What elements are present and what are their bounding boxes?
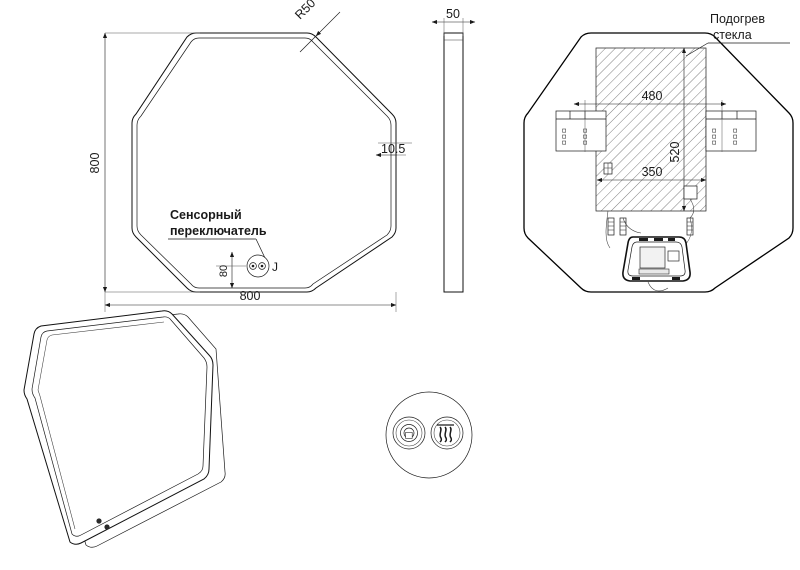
heater-height-dimension: 520 — [668, 47, 687, 212]
sensor-offset-label: 80 — [218, 265, 230, 277]
heater-height-label: 520 — [668, 142, 682, 163]
iso-sensor-dot-right — [104, 524, 110, 530]
front-elevation-view: R50 800 800 10.5 Сенсорный переключатель — [88, 0, 412, 312]
mounting-bracket-right — [705, 100, 757, 152]
mirror-outer-outline — [131, 32, 397, 293]
led-driver-box — [622, 236, 691, 282]
side-elevation-view: 50 — [431, 7, 476, 293]
mirror-inner-outline — [136, 37, 392, 289]
bracket-spacing-label: 350 — [642, 165, 663, 179]
light-button[interactable] — [392, 416, 426, 450]
touch-sensor-symbol: J — [246, 254, 278, 278]
detail-outer-circle — [385, 391, 473, 479]
width-dimension: 800 — [104, 289, 397, 312]
bracket-spacing-dimension: 350 — [596, 165, 707, 183]
side-profile — [443, 32, 464, 293]
iso-sensor-dot-left — [96, 518, 102, 524]
touch-switch-label-line1: Сенсорный — [170, 208, 242, 222]
heater-button[interactable] — [430, 416, 464, 450]
depth-dim-label: 50 — [446, 7, 460, 21]
heater-width-label: 480 — [642, 89, 663, 103]
heating-film — [595, 47, 707, 212]
edge-thickness-dimension: 10.5 — [375, 142, 412, 158]
height-dimension: 800 — [88, 32, 200, 293]
edge-thickness-label: 10.5 — [381, 142, 405, 156]
brightness-icon — [400, 424, 418, 442]
width-dim-label: 800 — [240, 289, 261, 303]
touch-switch-label-line2: переключатель — [170, 224, 267, 238]
glass-heating-annotation: Подогрев стекла — [685, 12, 790, 57]
rear-view: Подогрев стекла — [523, 12, 794, 293]
sensor-offset-dimension: 80 — [216, 251, 246, 289]
iso-frame-inner — [31, 316, 208, 537]
height-dim-label: 800 — [88, 153, 102, 174]
heater-waves-icon — [437, 424, 454, 443]
mounting-bracket-left — [555, 100, 607, 152]
heater-width-dimension: 480 — [573, 89, 727, 107]
rear-sensor-pads — [603, 162, 698, 200]
glass-heating-label-line1: Подогрев — [710, 12, 765, 26]
isometric-view — [23, 310, 226, 548]
iso-front-face — [23, 310, 214, 545]
rear-outline — [523, 32, 794, 293]
touch-switch-annotation: Сенсорный переключатель — [168, 208, 267, 259]
touch-panel-detail-view — [385, 391, 473, 479]
glass-heating-label-line2: стекла — [713, 28, 752, 42]
depth-dimension: 50 — [431, 7, 476, 36]
connector-terminals — [607, 217, 694, 236]
section-marker-label: J — [272, 260, 278, 274]
